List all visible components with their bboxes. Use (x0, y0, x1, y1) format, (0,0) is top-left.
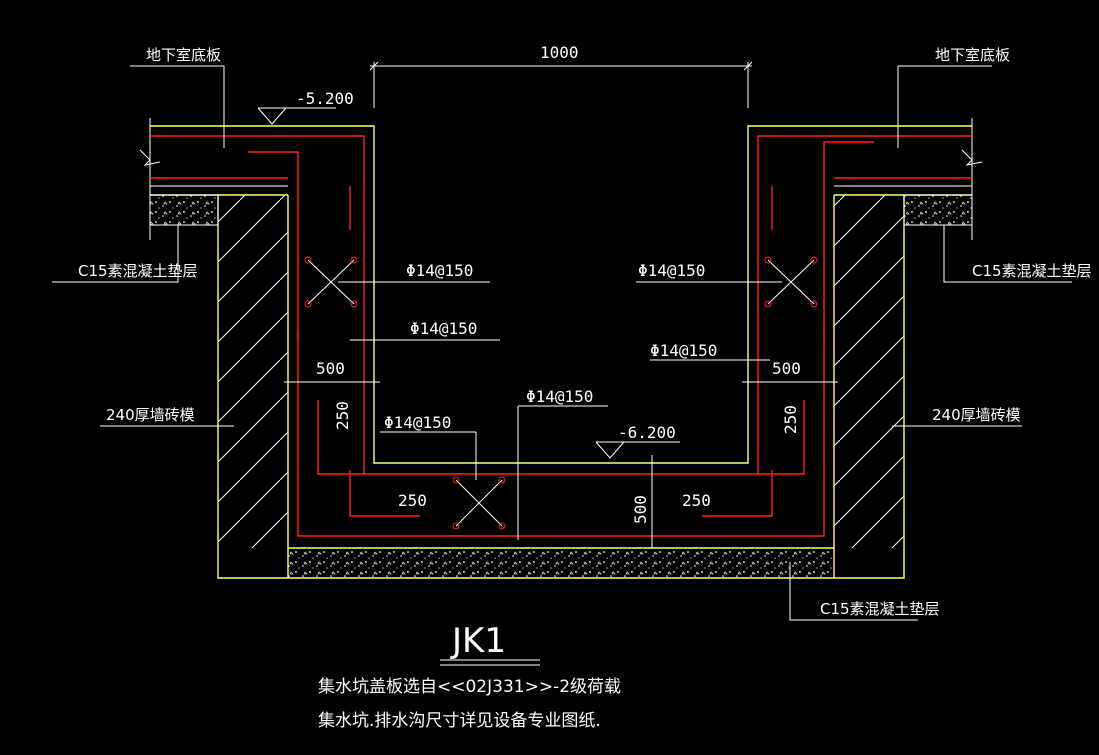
label-brick-right: 240厚墙砖模 (932, 406, 1021, 424)
level-pit-bottom: -6.200 (618, 423, 676, 442)
rebar-label-2: Φ14@150 (410, 319, 477, 338)
cushion-left (149, 194, 219, 226)
dim-left-vertical: 250 (333, 401, 352, 430)
slab-lines (139, 118, 983, 240)
rebar-label-6: Φ14@150 (650, 341, 717, 360)
note-line-2: 集水坑.排水沟尺寸详见设备专业图纸. (318, 711, 601, 731)
leader-lines (52, 61, 1072, 666)
note-line-1: 集水坑盖板选自<<02J331>>-2级荷载 (318, 677, 621, 697)
dim-right-vertical: 250 (781, 405, 800, 434)
dim-left-lap: 500 (316, 359, 345, 378)
label-brick-left: 240厚墙砖模 (106, 406, 195, 424)
brick-wall-left (218, 195, 288, 548)
rebar-cross-right (764, 256, 818, 308)
cushion-bottom (288, 548, 834, 578)
dim-bottom-thickness: 500 (631, 495, 650, 524)
rebar-cross-bottom (452, 476, 506, 530)
dim-bottom-left: 250 (398, 491, 427, 510)
rebar-cross-left (304, 256, 358, 308)
label-cushion-bottom: C15素混凝土垫层 (820, 600, 940, 618)
rebar-label-4: Φ14@150 (526, 387, 593, 406)
drawing-title: JK1 (450, 621, 506, 661)
rebar-lines (150, 135, 972, 537)
brick-wall-right (834, 195, 904, 548)
dim-right-lap: 500 (772, 359, 801, 378)
label-cushion-left: C15素混凝土垫层 (78, 262, 198, 280)
label-cushion-right: C15素混凝土垫层 (972, 262, 1092, 280)
label-slab-left: 地下室底板 (146, 46, 221, 64)
rebar-label-3: Φ14@150 (384, 413, 451, 432)
dim-bottom-right: 250 (682, 491, 711, 510)
cushion-right (903, 194, 973, 226)
dim-pit-width: 1000 (540, 43, 579, 62)
rebar-label-5: Φ14@150 (638, 261, 705, 280)
label-slab-right: 地下室底板 (935, 46, 1010, 64)
rebar-label-1: Φ14@150 (406, 261, 473, 280)
level-top: -5.200 (296, 89, 354, 108)
